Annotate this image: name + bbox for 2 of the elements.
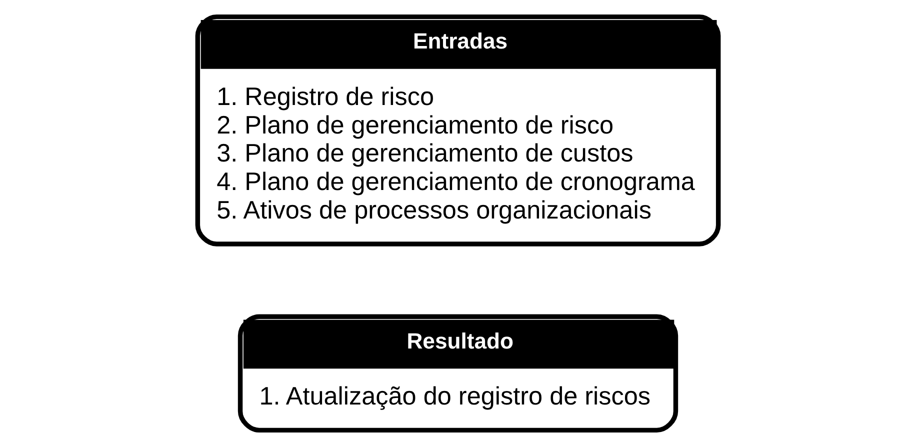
node-box: Resultado 1. Atualização do registro de riscos — [238, 314, 678, 433]
node-box: Entradas 1. Registro de risco 2. Plano de gerenciamento de risco 3. Plano de gerenciamento de custos 4. Plano de gerenciamento de cronograma 5. Ativos de processos organizacionais — [195, 14, 721, 246]
